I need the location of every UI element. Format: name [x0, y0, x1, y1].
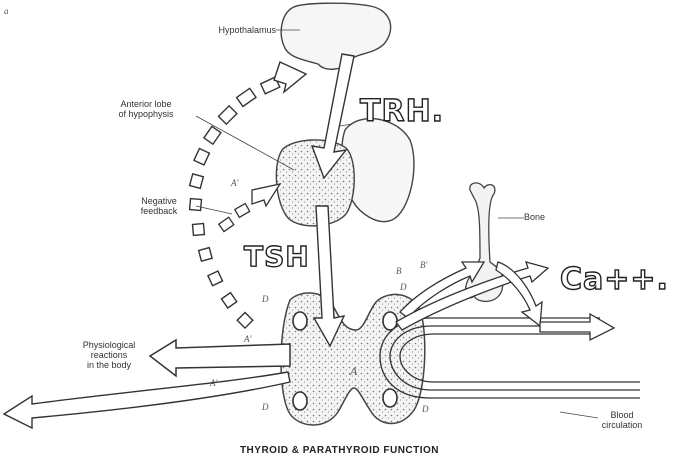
letter-b-prime: B' [420, 260, 427, 270]
letter-d-top-right: D [400, 282, 407, 292]
bone-label: Bone [524, 212, 564, 222]
letter-a-prime-top: A' [231, 178, 238, 188]
anterior-lobe-label: Anterior lobe of hypophysis [96, 99, 196, 119]
hypothalamus-shape [281, 3, 390, 69]
physiological-label: Physiological reactions in the body [66, 340, 152, 370]
diagram-title: THYROID & PARATHYROID FUNCTION [0, 445, 679, 456]
parathyroid-bottom-left [293, 392, 307, 410]
negative-feedback-label: Negative feedback [124, 196, 194, 216]
letter-a-prime-low: A' [210, 378, 217, 388]
letter-a-prime-mid: A' [244, 334, 251, 344]
letter-a-center: A [350, 364, 357, 379]
letter-d-top-left: D [262, 294, 269, 304]
long-left-arrow [4, 372, 290, 428]
physiological-arrow [150, 340, 290, 376]
tsh-label: TSH [244, 240, 310, 273]
trh-label: TRH. [360, 94, 444, 129]
letter-b: B [396, 266, 402, 276]
calcium-label: Ca++. [560, 262, 669, 297]
negative-feedback-short [219, 184, 280, 232]
tsh-arrow [314, 206, 344, 346]
letter-d-bottom-right: D [422, 404, 429, 414]
corner-mark: a [4, 6, 9, 16]
parathyroid-bottom-right [383, 389, 397, 407]
blood-circulation-label: Blood circulation [592, 410, 652, 430]
letter-d-bottom-left: D [262, 402, 269, 412]
hypothalamus-label: Hypothalamus [200, 25, 276, 35]
parathyroid-top-left [293, 312, 307, 330]
